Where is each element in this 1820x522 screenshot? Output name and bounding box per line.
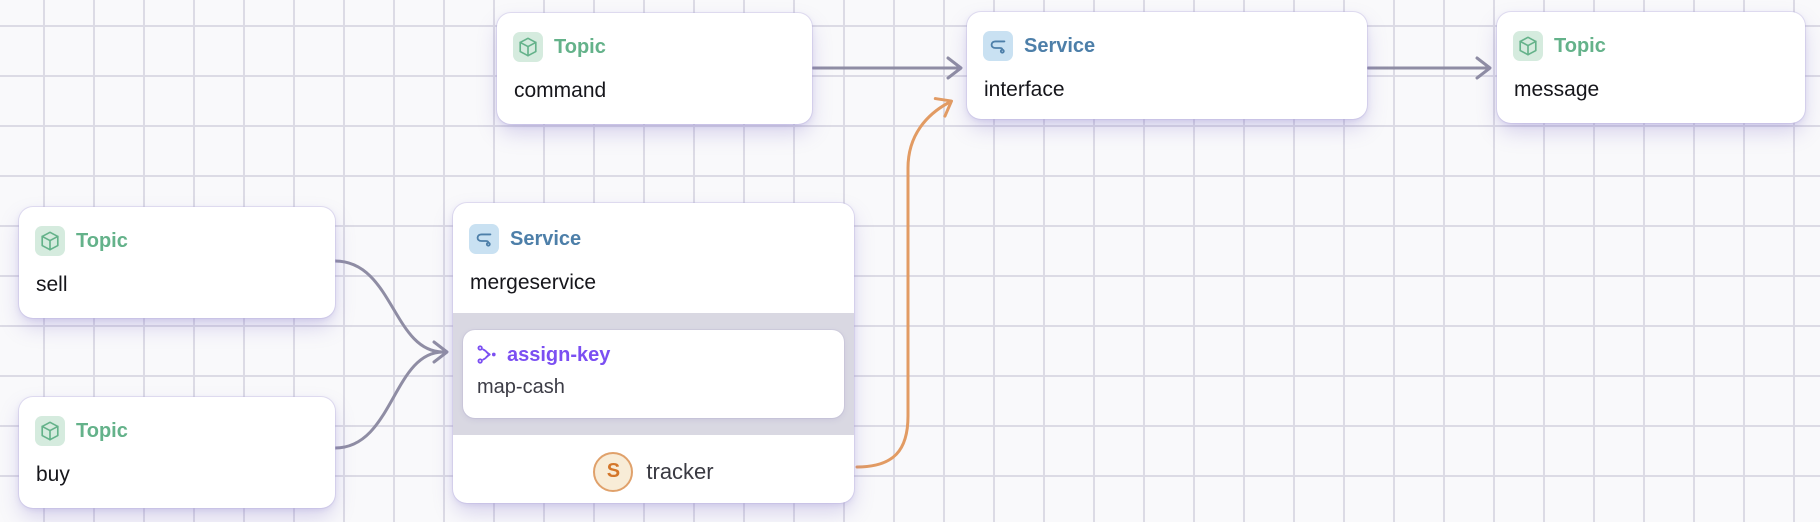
node-name: buy bbox=[36, 463, 70, 486]
node-topic-sell[interactable]: Topic sell bbox=[19, 207, 335, 318]
cube-icon bbox=[1513, 31, 1543, 61]
operator-kind-label: assign-key bbox=[507, 343, 611, 366]
cube-icon bbox=[513, 32, 543, 62]
operator-assign-key[interactable]: assign-key map-cash bbox=[463, 330, 844, 418]
operator-name: map-cash bbox=[477, 376, 565, 398]
node-topic-message[interactable]: Topic message bbox=[1497, 12, 1805, 123]
node-kind-label: Topic bbox=[76, 420, 128, 442]
consumer-name: tracker bbox=[646, 458, 714, 484]
node-kind-label: Service bbox=[510, 228, 582, 250]
node-kind-label: Service bbox=[1024, 35, 1096, 57]
node-kind-label: Topic bbox=[1554, 35, 1606, 57]
consumer-badge: S bbox=[593, 451, 634, 492]
service-route-icon bbox=[983, 31, 1013, 61]
node-name: command bbox=[514, 79, 607, 102]
node-name: message bbox=[1514, 78, 1600, 101]
node-name: interface bbox=[984, 78, 1065, 101]
edge-tracker-interface[interactable] bbox=[855, 97, 954, 469]
cube-icon bbox=[35, 226, 65, 256]
service-route-icon bbox=[469, 224, 499, 254]
cube-icon bbox=[35, 416, 65, 446]
node-service-mergeservice[interactable]: Service mergeservice bbox=[453, 203, 854, 503]
node-kind-label: Topic bbox=[554, 36, 606, 58]
node-topic-buy[interactable]: Topic buy bbox=[19, 397, 335, 508]
node-kind-label: Topic bbox=[76, 230, 128, 252]
edge-buy-mergeservice[interactable] bbox=[333, 350, 445, 450]
node-name: sell bbox=[36, 273, 68, 296]
edge-sell-mergeservice[interactable] bbox=[333, 259, 449, 364]
merge-keys-icon bbox=[477, 344, 498, 365]
node-service-interface[interactable]: Service interface bbox=[967, 12, 1367, 119]
node-topic-command[interactable]: Topic command bbox=[497, 13, 812, 124]
consumer-tracker[interactable]: S tracker bbox=[453, 435, 854, 508]
operator-section: assign-key map-cash bbox=[453, 313, 854, 435]
node-name: mergeservice bbox=[470, 271, 597, 294]
